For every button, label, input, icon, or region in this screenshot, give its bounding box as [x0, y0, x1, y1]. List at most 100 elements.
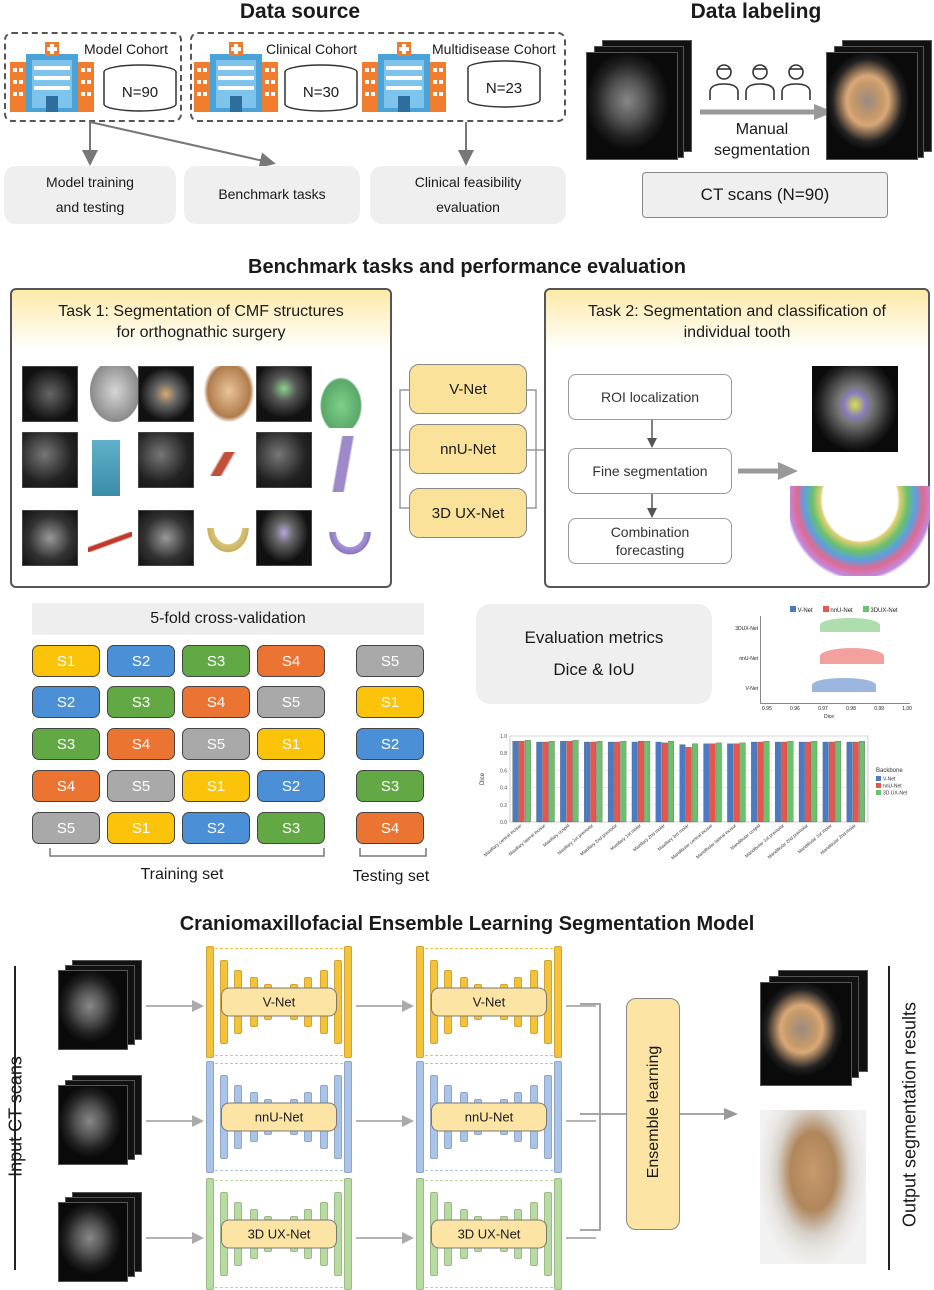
bar-nnu-net — [757, 741, 764, 823]
bar-3d-ux-net — [859, 741, 865, 823]
model-cohort-label: Model Cohort — [84, 41, 169, 57]
fold-s3: S3 — [182, 645, 250, 677]
bar-nnu-net — [852, 741, 859, 823]
bar-3d-ux-net — [691, 743, 698, 823]
spine-3d-thumb — [92, 440, 120, 496]
bar-v-net — [584, 741, 590, 823]
net-architecture: 3D UX-Net — [206, 1178, 352, 1290]
ct-axial-mandible-thumb — [256, 366, 312, 422]
bar-v-net — [512, 741, 519, 823]
raincloud-xtick: 0.96 — [790, 706, 800, 712]
bar-3d-ux-net — [811, 741, 818, 823]
fold-s1: S1 — [257, 728, 325, 760]
fold-s5: S5 — [257, 686, 325, 718]
bar-nnu-net — [685, 747, 692, 823]
fold-s3: S3 — [257, 812, 325, 844]
row-arrows — [146, 1232, 596, 1244]
legend-label: nnU-Net — [883, 784, 902, 790]
input-ct-stack — [58, 960, 142, 1050]
bar-v-net — [607, 741, 614, 823]
raincloud-xtick: 0.95 — [762, 706, 772, 712]
output-divider — [888, 966, 890, 1270]
legend-swatch — [876, 790, 881, 795]
net-label: V-Net — [221, 987, 337, 1017]
test-fold-s3: S3 — [356, 770, 424, 802]
metrics-line1: Evaluation metrics — [524, 627, 664, 647]
net-architecture: V-Net — [416, 946, 562, 1058]
violin-3duxnet — [820, 618, 880, 632]
encoder-layer — [344, 1061, 352, 1173]
raincloud-legend-vnet: V-Net — [797, 608, 813, 614]
bar-3d-ux-net — [715, 742, 722, 823]
bar-v-net — [798, 741, 805, 823]
manual-segmentation-label: Manual segmentation — [713, 121, 811, 159]
bar-3d-ux-net — [763, 741, 770, 823]
nnunet-box: nnU-Net — [409, 424, 527, 474]
task2-arrow-icon — [738, 462, 798, 480]
fold-s1: S1 — [32, 645, 100, 677]
bar-nnu-net — [828, 741, 835, 823]
row-arrows — [146, 1115, 596, 1127]
model-cohort-n: N=90 — [121, 84, 159, 101]
task1-title: Task 1: Segmentation of CMF structures f… — [58, 303, 344, 341]
skip-connections — [210, 1063, 348, 1171]
bar-nnu-net — [614, 741, 621, 823]
bar-3d-ux-net — [572, 740, 579, 823]
data-labeling-title: Data labeling — [690, 0, 822, 23]
fold-s2: S2 — [107, 645, 175, 677]
x-tick-label: Mandibular 1st premolar — [744, 823, 786, 859]
raincloud-legend-nnunet: nnU-Net — [830, 608, 853, 614]
x-tick-label: Mandibular central incisor — [670, 823, 714, 861]
raincloud-legend-3duxnet: 3DUX-Net — [870, 608, 898, 614]
raincloud-plot: V-Net nnU-Net 3DUX-Net 3DUX-Net nnU-Net … — [724, 600, 914, 726]
row-arrows — [146, 1000, 596, 1012]
ct-sagittal-thumb — [256, 432, 312, 488]
hospital-icon — [194, 42, 278, 112]
fold-s5: S5 — [182, 728, 250, 760]
skip-connections — [420, 1063, 558, 1171]
bar-nnu-net — [661, 742, 668, 823]
encoder-layer — [344, 946, 352, 1058]
bar-3d-ux-net — [620, 741, 627, 823]
test-fold-s4: S4 — [356, 812, 424, 844]
fold-s4: S4 — [182, 686, 250, 718]
test-fold-s1: S1 — [356, 686, 424, 718]
encoder-layer — [554, 946, 562, 1058]
bar-v-net — [822, 741, 829, 823]
y-tick-label: 0.0 — [500, 820, 507, 826]
ensemble-title: Craniomaxillofacial Ensemble Learning Se… — [179, 913, 755, 935]
testing-set-label: Testing set — [352, 868, 430, 885]
bar-3d-ux-net — [787, 741, 794, 823]
ct-axial-skull-thumb — [138, 366, 194, 422]
bar-3d-ux-net — [644, 741, 651, 823]
cv-brackets — [49, 848, 427, 857]
net-architecture: 3D UX-Net — [416, 1178, 562, 1290]
raincloud-row-vnet: V-Net — [745, 686, 758, 692]
fold-s4: S4 — [32, 770, 100, 802]
y-axis-label: Dice — [480, 772, 486, 785]
mandible-3d-thumb — [316, 372, 366, 428]
bar-v-net — [703, 743, 710, 823]
teeth-3d-thumb — [204, 528, 252, 556]
raincloud-row-nnunet: nnU-Net — [739, 656, 758, 662]
database-icon — [103, 64, 177, 112]
bar-3d-ux-net — [835, 741, 842, 823]
bar-v-net — [536, 741, 543, 823]
bar-v-net — [631, 741, 638, 823]
ensemble-learning-box: Ensemble learning — [626, 998, 680, 1230]
teeth-purple-3d-thumb — [326, 532, 374, 558]
skip-connections — [210, 948, 348, 1056]
clinical-cohorts-box — [190, 32, 566, 122]
y-tick-label: 1.0 — [500, 734, 507, 740]
net-architecture: V-Net — [206, 946, 352, 1058]
bar-v-net — [727, 743, 734, 823]
fold-s5: S5 — [32, 812, 100, 844]
bar-3d-ux-net — [739, 742, 746, 823]
benchmark-tasks-box: Benchmark tasks — [184, 166, 360, 224]
ct-axial-thumb — [138, 510, 194, 566]
ct-axial-thumb — [22, 366, 78, 422]
net-architecture: nnU-Net — [416, 1061, 562, 1173]
bar-v-net — [751, 741, 758, 823]
database-icon — [284, 64, 358, 112]
x-tick-label: Maxillary central incisor — [483, 823, 523, 858]
